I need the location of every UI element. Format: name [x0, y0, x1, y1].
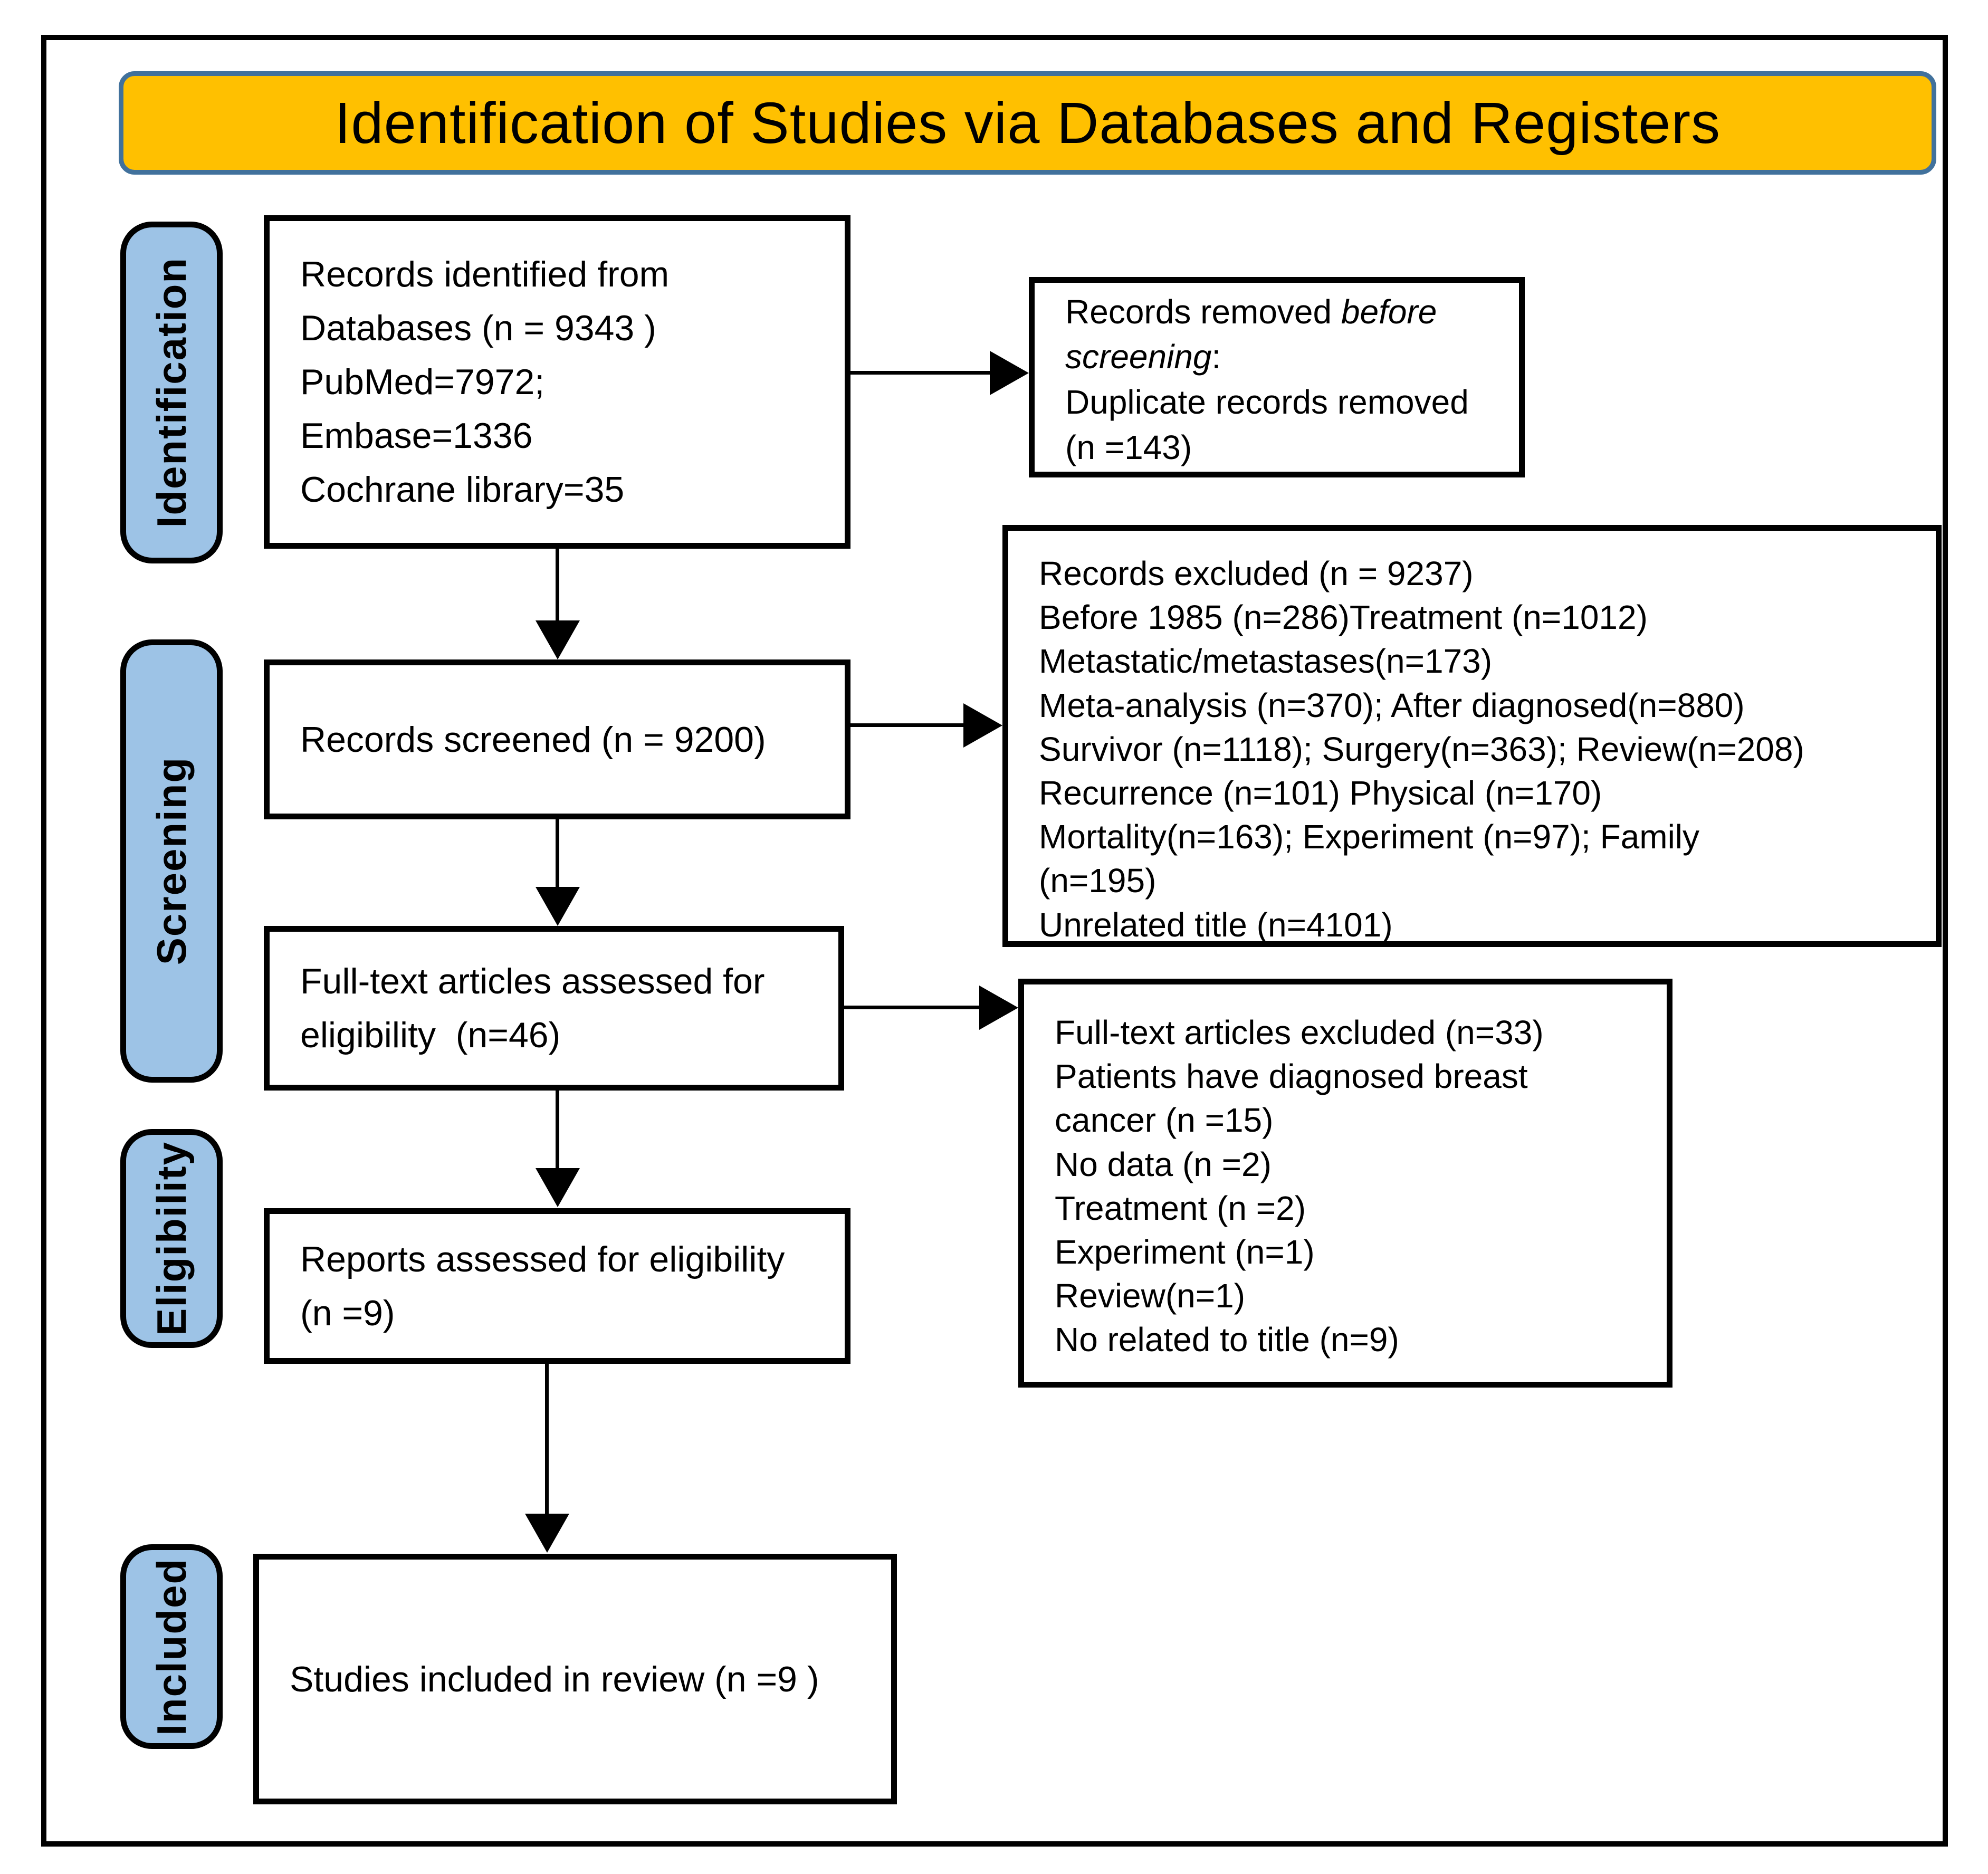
- stage-label-identification: Identification: [148, 257, 195, 528]
- box-text-line: Unrelated title (n=4101): [1039, 905, 1393, 944]
- box-text-line: (n =143): [1065, 428, 1192, 466]
- box-text-line: Full-text articles excluded (n=33): [1055, 1014, 1544, 1051]
- stage-pill-screening: Screening: [120, 639, 223, 1083]
- box-text-line: Databases (n = 9343 ): [300, 308, 656, 348]
- box-text-line: Meta-analysis (n=370); After diagnosed(n…: [1039, 686, 1745, 724]
- stage-label-eligibility: Eligibility: [148, 1141, 195, 1336]
- outer-frame: [41, 35, 1948, 1847]
- box-text-line: Cochrane library=35: [300, 470, 625, 510]
- title-banner: Identification of Studies via Databases …: [119, 71, 1936, 175]
- box-text-line: Records identified from: [300, 254, 670, 294]
- stage-pill-eligibility: Eligibility: [120, 1129, 223, 1348]
- box-text-line: Experiment (n=1): [1055, 1232, 1315, 1271]
- arrow-line: [556, 1091, 559, 1170]
- stage-pill-included: Included: [120, 1544, 223, 1749]
- box-records-screened: Records screened (n = 9200): [264, 659, 850, 819]
- box-reports-assessed: Reports assessed for eligibility (n =9): [264, 1208, 850, 1364]
- arrow-line: [545, 1364, 549, 1516]
- box-text-line: Full-text articles assessed for: [300, 961, 765, 1001]
- arrow-head-icon: [536, 887, 580, 926]
- box-text-line: Records screened (n = 9200): [300, 719, 766, 760]
- box-text-line: (n=195): [1039, 862, 1157, 900]
- box-text-line: Records removed before: [1065, 290, 1498, 335]
- box-text-line: Duplicate records removed: [1065, 383, 1469, 421]
- box-fulltext-excluded: Full-text articles excluded (n=33) Patie…: [1018, 979, 1672, 1388]
- arrow-head-icon: [990, 351, 1029, 395]
- box-text-line: screening:: [1065, 334, 1498, 380]
- box-text-line: (n =9): [300, 1293, 395, 1333]
- box-studies-included: Studies included in review (n =9 ): [253, 1554, 897, 1804]
- box-text-segment: Records removed: [1065, 292, 1341, 331]
- box-text-line: eligibility (n=46): [300, 1015, 561, 1055]
- box-fulltext-assessed: Full-text articles assessed for eligibil…: [264, 926, 844, 1091]
- arrow-line: [850, 723, 966, 727]
- box-text-segment-italic: screening: [1065, 338, 1212, 376]
- arrow-line: [850, 371, 992, 375]
- box-text-line: No related to title (n=9): [1055, 1321, 1399, 1359]
- box-text-line: No data (n =2): [1055, 1145, 1272, 1183]
- box-text-line: Embase=1336: [300, 416, 533, 456]
- stage-label-screening: Screening: [148, 757, 195, 965]
- box-records-removed: Records removed before screening: Duplic…: [1029, 277, 1525, 477]
- box-text-line: Patients have diagnosed breast: [1055, 1057, 1528, 1096]
- stage-label-included: Included: [148, 1557, 195, 1736]
- stage-pill-identification: Identification: [120, 222, 223, 563]
- box-text-line: Metastatic/metastases(n=173): [1039, 642, 1493, 681]
- arrow-head-icon: [536, 1168, 580, 1207]
- arrow-line: [556, 819, 559, 889]
- box-text-line: Review(n=1): [1055, 1277, 1246, 1315]
- arrow-line: [556, 549, 559, 623]
- box-text-line: Records excluded (n = 9237): [1039, 554, 1474, 592]
- box-records-excluded: Records excluded (n = 9237) Before 1985 …: [1002, 525, 1942, 947]
- box-text-line: Treatment (n =2): [1055, 1189, 1306, 1227]
- box-text-line: Recurrence (n=101) Physical (n=170): [1039, 773, 1602, 812]
- box-text-line: Before 1985 (n=286)Treatment (n=1012): [1039, 598, 1648, 637]
- arrow-line: [844, 1006, 981, 1009]
- box-text-line: Survivor (n=1118); Surgery(n=363); Revie…: [1039, 730, 1804, 768]
- arrow-head-icon: [963, 703, 1002, 748]
- page-title: Identification of Studies via Databases …: [334, 90, 1721, 156]
- box-text-segment: :: [1211, 338, 1221, 376]
- arrow-head-icon: [525, 1514, 569, 1553]
- box-text-line: cancer (n =15): [1055, 1101, 1274, 1140]
- box-text-line: Studies included in review (n =9 ): [290, 1659, 819, 1699]
- box-text-line: Mortality(n=163); Experiment (n=97); Fam…: [1039, 818, 1699, 856]
- box-text-line: Reports assessed for eligibility: [300, 1239, 785, 1279]
- arrow-head-icon: [979, 986, 1018, 1030]
- arrow-head-icon: [536, 620, 580, 659]
- box-text-line: PubMed=7972;: [300, 362, 545, 402]
- box-text-segment-italic: before: [1341, 292, 1437, 331]
- box-records-identified: Records identified from Databases (n = 9…: [264, 215, 850, 549]
